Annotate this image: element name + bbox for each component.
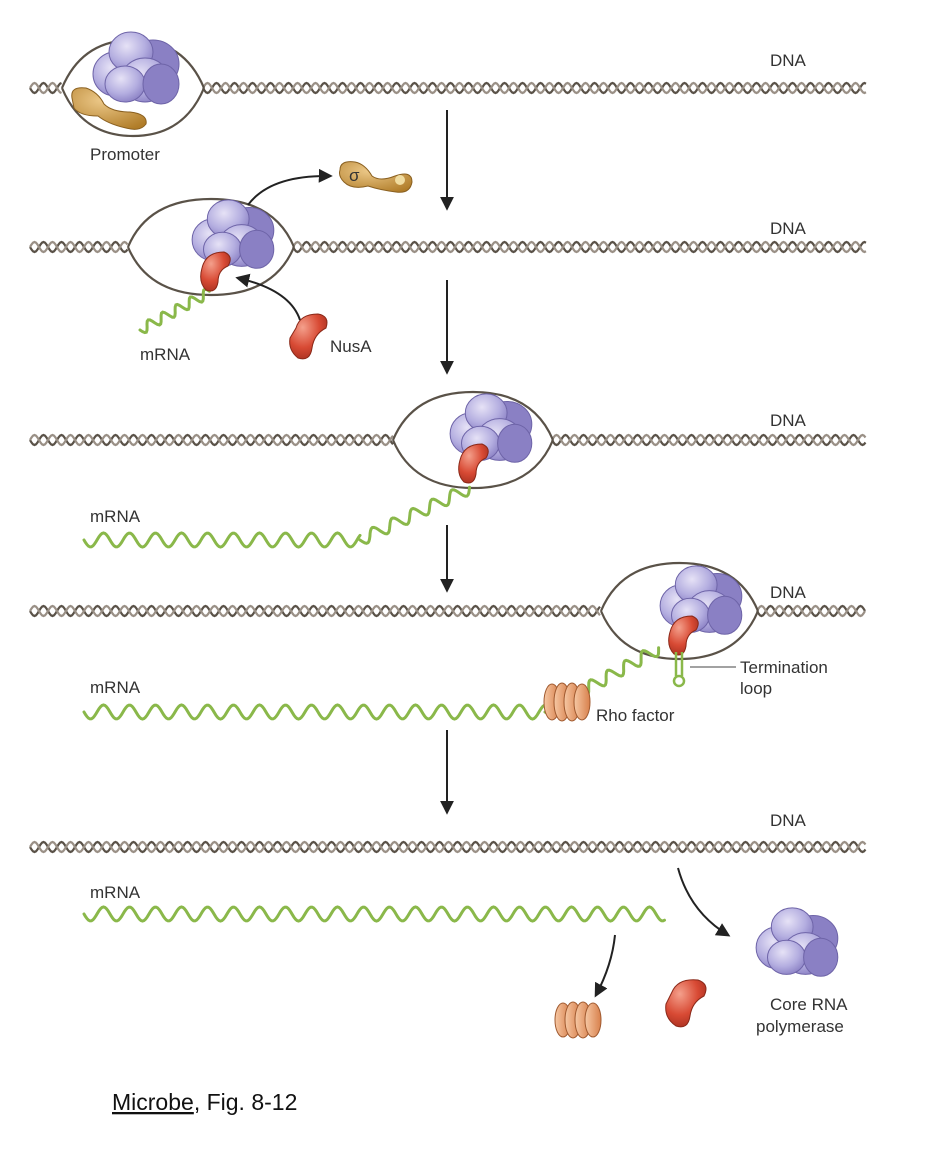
rna-polymerase-step-3: [449, 393, 533, 484]
figure-caption: Microbe, Fig. 8-12: [112, 1089, 297, 1115]
dna-strand-1a: [29, 81, 62, 95]
rna-polymerase-step-2: [191, 199, 275, 292]
label-dna-5: DNA: [770, 811, 807, 830]
core-rna-polymerase: [755, 907, 839, 977]
nusa-bind-arrow: [235, 273, 301, 321]
rho-factor: [543, 682, 591, 722]
transcription-bubble-3: [391, 390, 555, 490]
dna-strand-2a: [29, 240, 129, 254]
dna-strand-4a: [29, 604, 601, 618]
sigma-release-arrow: [247, 168, 333, 206]
mrna-strand-3a: [82, 703, 546, 721]
label-dna-3: DNA: [770, 411, 807, 430]
rna-polymerase-step-4: [659, 565, 743, 656]
rna-polymerase-holoenzyme: [71, 31, 180, 130]
termination-loop: [672, 652, 686, 688]
rho-released: [554, 1001, 602, 1039]
dna-strand-5: [29, 840, 867, 854]
label-termination-loop-2: loop: [740, 679, 772, 698]
sigma-bound: [71, 87, 147, 130]
label-rho-factor: Rho factor: [596, 706, 675, 725]
label-core-rna-2: polymerase: [756, 1017, 844, 1036]
transcription-bubble-4: [599, 561, 760, 661]
step-arrows: [235, 110, 731, 998]
dna-strand-1b: [202, 81, 867, 95]
label-mrna-4: mRNA: [90, 883, 141, 902]
dna-strand-3b: [551, 433, 867, 447]
svg-text:Microbe, Fig. 8-12: Microbe, Fig. 8-12: [112, 1089, 297, 1115]
mrna-strand-2b: [358, 485, 471, 545]
mrna-strand-1: [138, 287, 211, 335]
label-dna-2: DNA: [770, 219, 807, 238]
label-mrna-2: mRNA: [90, 507, 141, 526]
rho-release-arrow: [594, 934, 616, 998]
label-dna-4: DNA: [770, 583, 807, 602]
nusa-released: [665, 979, 707, 1028]
mrna-strand-2a: [82, 531, 362, 549]
caption-source-title: Microbe: [112, 1089, 194, 1115]
dna-strand-3a: [29, 433, 394, 447]
dna-strand-2b: [292, 240, 867, 254]
dna-strand-4b: [756, 604, 866, 618]
label-nusa: NusA: [330, 337, 372, 356]
label-dna-1: DNA: [770, 51, 807, 70]
label-mrna-3: mRNA: [90, 678, 141, 697]
transcription-bubble-2: [126, 197, 296, 297]
mrna-strand-4: [82, 905, 666, 923]
label-core-rna-1: Core RNA: [770, 995, 848, 1014]
label-termination-loop-1: Termination: [740, 658, 828, 677]
label-mrna-1: mRNA: [140, 345, 191, 364]
polymerase-release-arrow: [677, 867, 731, 937]
sigma-factor: σ: [339, 161, 413, 193]
labels: DNA DNA DNA DNA DNA Promoter mRNA NusA m…: [90, 51, 848, 1036]
sigma-symbol: σ: [349, 166, 360, 185]
label-promoter: Promoter: [90, 145, 160, 164]
nusa-free: [289, 313, 328, 360]
caption-figure-ref: , Fig. 8-12: [194, 1089, 298, 1115]
